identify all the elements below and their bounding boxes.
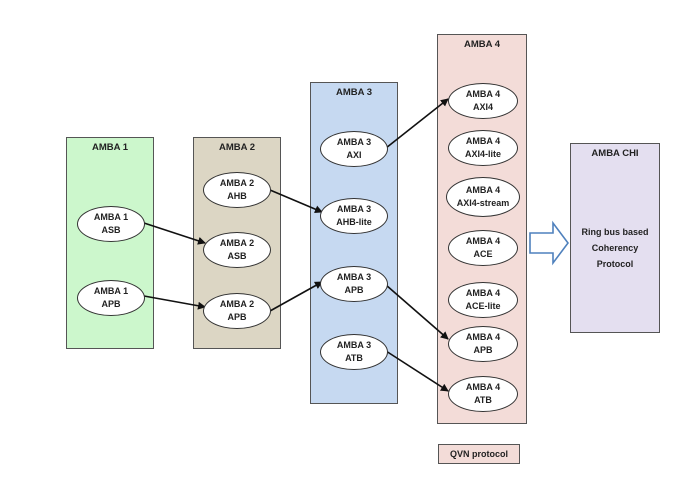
node-label-line2: AXI4-stream <box>456 198 510 208</box>
chi-line-1: Ring bus based <box>581 227 649 237</box>
node-label-line2: APB <box>227 312 247 322</box>
node-amba3-apb: AMBA 3 APB <box>320 266 388 302</box>
node-label-line1: AMBA 4 <box>465 89 501 99</box>
node-label-line2: ASB <box>101 225 121 235</box>
chi-line-2: Coherency <box>591 243 639 253</box>
arrow-amba2-apb-to-amba3-apb <box>269 281 323 312</box>
node-amba3-axi: AMBA 3 AXI <box>320 131 388 167</box>
node-amba4-atb: AMBA 4 ATB <box>448 376 518 412</box>
amba-chi-column: AMBA CHI <box>570 143 660 333</box>
node-label-line2: APB <box>344 285 364 295</box>
node-label-line1: AMBA 2 <box>219 178 255 188</box>
arrow-amba1-apb-to-amba2-apb <box>143 295 206 310</box>
node-label-line1: AMBA 2 <box>219 299 255 309</box>
node-label-line1: AMBA 2 <box>219 238 255 248</box>
node-label-line1: AMBA 1 <box>93 286 129 296</box>
node-amba2-ahb: AMBA 2 AHB <box>203 172 271 208</box>
node-label-line1: AMBA 3 <box>336 137 372 147</box>
node-label-line2: AXI4-lite <box>464 149 501 159</box>
node-label-line2: ACE-lite <box>465 301 501 311</box>
node-label-line2: ASB <box>227 251 247 261</box>
node-label-line1: AMBA 3 <box>336 204 372 214</box>
node-label-line2: AHB-lite <box>336 217 372 227</box>
node-label-line1: AMBA 1 <box>93 212 129 222</box>
arrow-amba3-axi-to-amba4-axi4 <box>385 98 449 149</box>
block-arrow-amba4-to-chi <box>529 220 569 266</box>
node-amba4-axi4: AMBA 4 AXI4 <box>448 83 518 119</box>
node-label-line1: AMBA 3 <box>336 340 372 350</box>
node-amba2-apb: AMBA 2 APB <box>203 293 271 329</box>
arrow-amba2-ahb-to-amba3-ahb-lite <box>269 189 323 213</box>
node-amba3-atb: AMBA 3 ATB <box>320 334 388 370</box>
node-label-line1: AMBA 4 <box>465 185 501 195</box>
node-label-line1: AMBA 4 <box>465 136 501 146</box>
qvn-protocol-label: QVN protocol <box>450 449 508 459</box>
arrow-amba3-atb-to-amba4-atb <box>385 350 449 392</box>
node-amba4-axi4-stream: AMBA 4 AXI4-stream <box>446 177 520 217</box>
node-amba4-ace: AMBA 4 ACE <box>448 230 518 266</box>
node-label-line1: AMBA 4 <box>465 288 501 298</box>
node-label-line1: AMBA 4 <box>465 382 501 392</box>
chi-description: Ring bus based Coherency Protocol <box>572 224 658 272</box>
node-amba1-asb: AMBA 1 ASB <box>77 206 145 242</box>
node-label-line1: AMBA 3 <box>336 272 372 282</box>
chi-line-3: Protocol <box>596 259 634 269</box>
node-amba4-axi4-lite: AMBA 4 AXI4-lite <box>448 130 518 166</box>
node-label-line2: ATB <box>474 395 492 405</box>
node-amba1-apb: AMBA 1 APB <box>77 280 145 316</box>
node-label-line2: ACE <box>473 249 493 259</box>
amba3-title: AMBA 3 <box>335 87 373 98</box>
node-label-line2: AXI <box>346 150 362 160</box>
node-label-line2: AXI4 <box>472 102 493 112</box>
arrow-amba1-asb-to-amba2-asb <box>143 222 206 245</box>
amba4-title: AMBA 4 <box>463 39 501 50</box>
node-amba4-ace-lite: AMBA 4 ACE-lite <box>448 282 518 318</box>
amba1-title: AMBA 1 <box>91 142 129 153</box>
node-label-line2: ATB <box>345 353 363 363</box>
node-label-line1: AMBA 4 <box>465 332 501 342</box>
amba2-title: AMBA 2 <box>218 142 256 153</box>
node-label-line2: APB <box>101 299 121 309</box>
node-label-line1: AMBA 4 <box>465 236 501 246</box>
node-amba4-apb: AMBA 4 APB <box>448 326 518 362</box>
node-amba3-ahb-lite: AMBA 3 AHB-lite <box>320 198 388 234</box>
node-label-line2: AHB <box>227 191 247 201</box>
qvn-protocol-box: QVN protocol <box>438 444 520 464</box>
arrow-amba3-apb-to-amba4-apb <box>385 284 449 340</box>
node-label-line2: APB <box>473 345 493 355</box>
node-amba2-asb: AMBA 2 ASB <box>203 232 271 268</box>
amba-chi-title: AMBA CHI <box>591 148 639 159</box>
